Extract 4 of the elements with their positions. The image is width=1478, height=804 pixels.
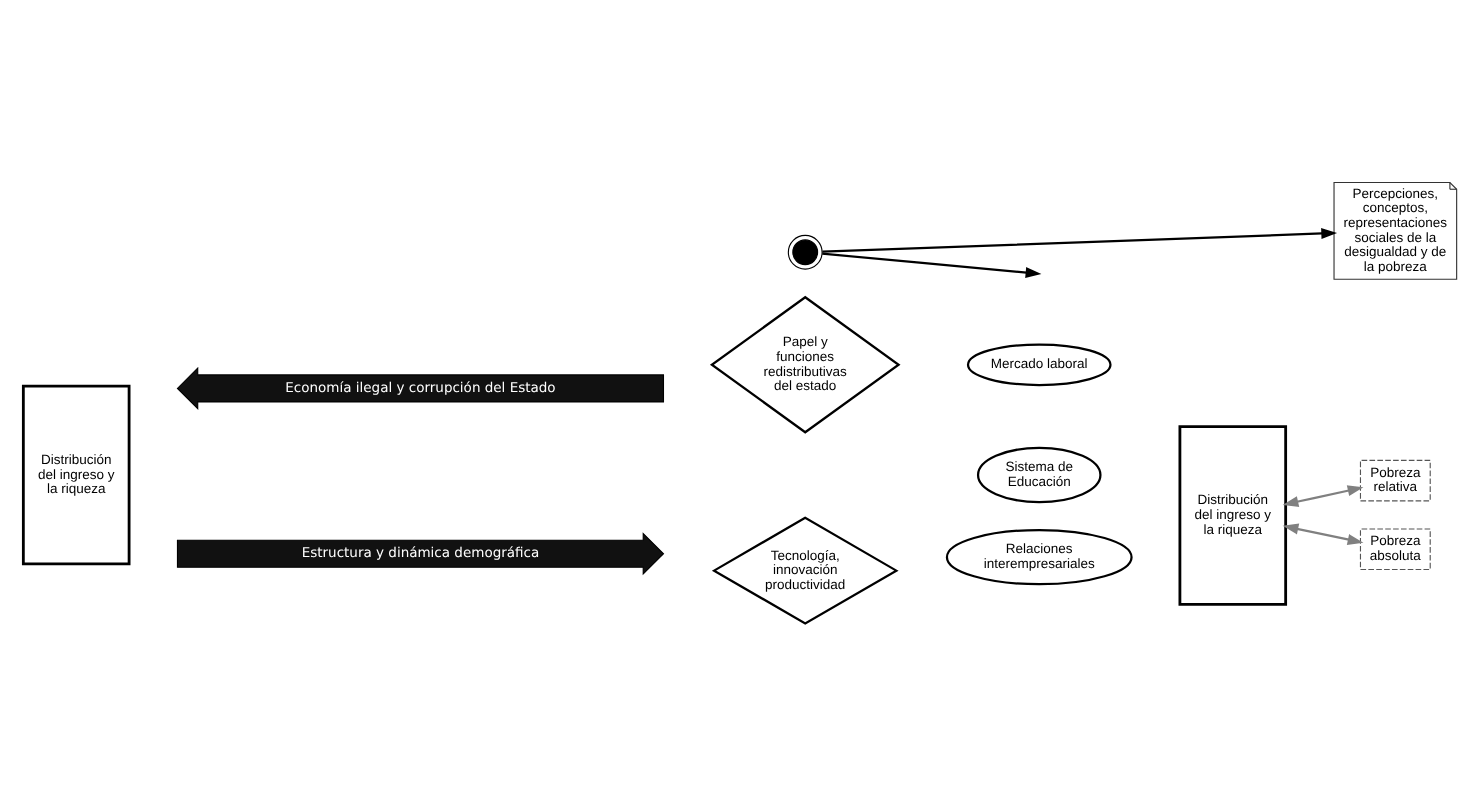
arrow <box>1281 522 1363 544</box>
arrow <box>1281 484 1363 506</box>
arrow <box>821 227 1337 252</box>
arrow <box>821 251 1041 277</box>
